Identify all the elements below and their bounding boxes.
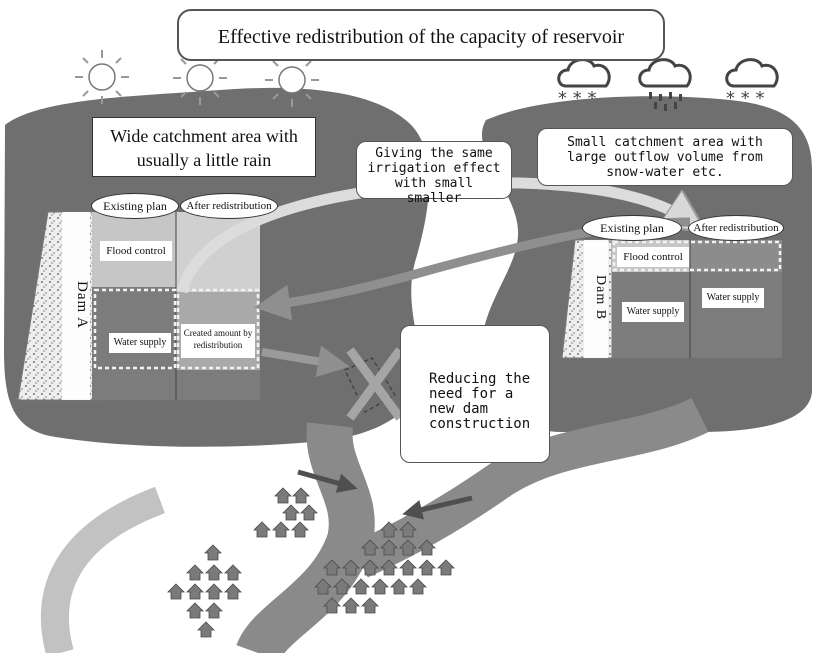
house-icon	[205, 602, 223, 619]
house-icon	[224, 564, 242, 581]
house-icon	[186, 583, 204, 600]
left-created-dotted-outline	[176, 288, 260, 370]
left-catchment-label: Wide catchment area with usually a littl…	[92, 117, 316, 177]
house-icon	[399, 521, 417, 538]
page-title: Effective redistribution of the capacity…	[177, 9, 665, 61]
sun-icon	[173, 51, 227, 105]
right-water-supply-existing-label: Water supply	[622, 302, 684, 322]
right-flood-control-label: Flood control	[617, 247, 689, 267]
irrigation-note: Giving the same irrigation effect with s…	[356, 141, 512, 206]
house-icon	[361, 539, 379, 556]
house-cluster	[167, 487, 455, 638]
house-icon	[272, 521, 290, 538]
right-after-redistribution-label: After redistribution	[688, 215, 784, 241]
left-water-supply-label: Water supply	[109, 333, 171, 353]
right-water-supply-after-label: Water supply	[702, 288, 764, 308]
house-icon	[333, 578, 351, 595]
house-icon	[380, 539, 398, 556]
cloud-rain-icon	[638, 58, 692, 111]
left-flood-control-label: Flood control	[100, 241, 172, 261]
house-icon	[409, 578, 427, 595]
river	[236, 422, 375, 653]
house-icon	[186, 602, 204, 619]
house-icon	[274, 487, 292, 504]
house-icon	[205, 583, 223, 600]
right-flood-dotted-outline	[612, 240, 782, 272]
river-arrow-1	[297, 469, 358, 493]
left-existing-plan-label: Existing plan	[91, 193, 179, 219]
house-icon	[390, 578, 408, 595]
house-icon	[224, 583, 242, 600]
dam-b-label: Dam B	[593, 275, 608, 321]
house-icon	[204, 544, 222, 561]
house-icon	[197, 621, 215, 638]
left-created-amount-label: Created amount by redistribution	[181, 324, 255, 358]
house-icon	[253, 521, 271, 538]
house-icon	[418, 539, 436, 556]
river-arrow-2	[402, 495, 473, 520]
dam-a-label-strip	[62, 212, 90, 400]
house-icon	[342, 559, 360, 576]
house-icon	[186, 564, 204, 581]
arrow-to-new-dam	[261, 345, 350, 378]
left-after-water-block	[176, 370, 260, 400]
house-icon	[342, 597, 360, 614]
house-icon	[282, 504, 300, 521]
house-icon	[352, 578, 370, 595]
house-icon	[205, 564, 223, 581]
house-icon	[399, 559, 417, 576]
house-icon	[361, 597, 379, 614]
house-icon	[418, 559, 436, 576]
svg-text:* * *: * * *	[558, 88, 596, 109]
reduce-new-dam-note: Reducing the need for a new dam construc…	[400, 325, 550, 463]
river-branch-right	[352, 397, 709, 578]
house-icon	[291, 521, 309, 538]
house-icon	[323, 597, 341, 614]
right-after-flood-block	[690, 240, 782, 272]
sun-icon	[265, 53, 319, 107]
house-icon	[380, 559, 398, 576]
house-icon	[300, 504, 318, 521]
dam-a-label: Dam A	[74, 281, 90, 329]
house-icon	[167, 583, 185, 600]
left-water-dotted-outline	[93, 288, 177, 370]
svg-text:* * *: * * *	[726, 88, 764, 109]
right-after-water-block	[690, 272, 782, 358]
cross-icon	[343, 347, 404, 421]
right-existing-plan-label: Existing plan	[582, 215, 682, 241]
dam-b-label-strip	[584, 240, 608, 358]
house-icon	[292, 487, 310, 504]
sun-icon	[75, 50, 129, 104]
house-icon	[314, 578, 332, 595]
house-icon	[437, 559, 455, 576]
house-icon	[323, 559, 341, 576]
river-branch-left	[40, 486, 166, 653]
left-after-redistribution-label: After redistribution	[180, 193, 278, 219]
house-icon	[399, 539, 417, 556]
cloud-snow-icon: * * *	[725, 58, 779, 109]
right-catchment-label: Small catchment area with large outflow …	[537, 128, 793, 186]
house-icon	[371, 578, 389, 595]
house-icon	[380, 521, 398, 538]
house-icon	[361, 559, 379, 576]
